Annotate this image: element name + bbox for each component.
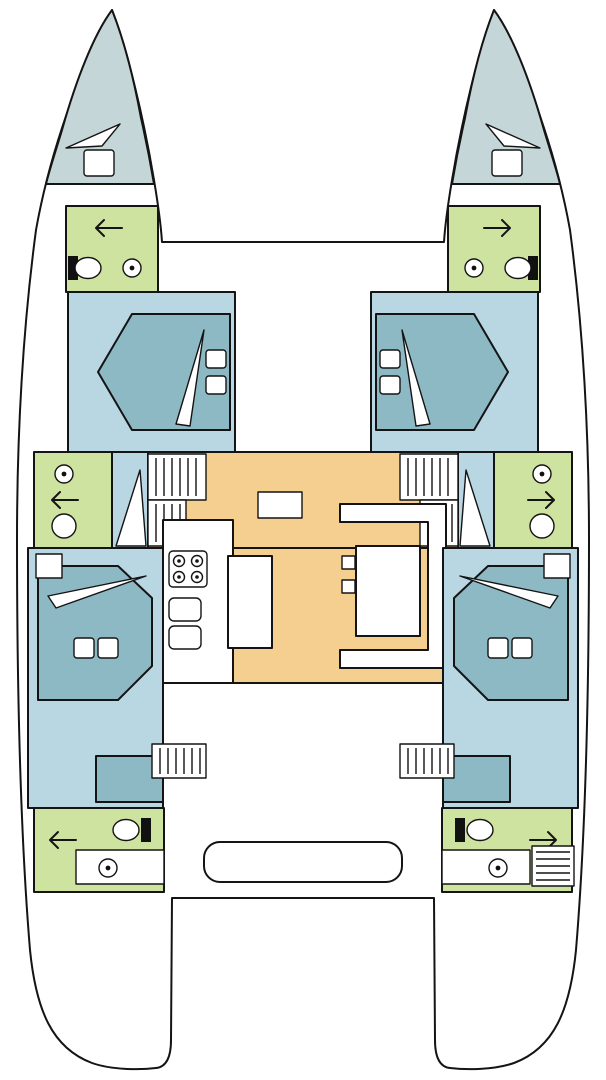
starboard-bow-locker [491,149,523,177]
pillow [487,637,509,659]
burner-dot [195,559,199,563]
starboard-aft-cabin [399,547,579,809]
toilet-tank [68,256,78,280]
sink-drain [129,265,135,271]
port-aft-head [33,807,165,893]
sink-drain [539,471,545,477]
pillow [205,375,227,395]
berth [97,313,231,431]
starboard-forward-head-floor [447,205,541,293]
toilet-icon [74,256,102,280]
door-arrow-icon [483,219,511,237]
door-arrow-icon [527,491,555,509]
cockpit-steps [151,743,207,779]
stair-treads [407,748,449,774]
starboard-forward-cabin [370,291,539,453]
sink-drain [61,471,67,477]
door-swing [115,469,147,547]
toilet-tank [141,818,151,842]
blanket-fold [401,329,431,427]
toilet-tank [528,256,538,280]
saloon-settee [339,503,447,669]
stair-treads [159,748,201,774]
pillow [379,375,401,395]
toilet-icon [504,256,532,280]
cockpit-steps [399,743,455,779]
blanket-fold [459,575,559,609]
burner [190,570,204,584]
stair-treads [155,458,197,496]
sink-drain [495,865,501,871]
pillow [73,637,95,659]
pillow [97,637,119,659]
door-arrow-icon [51,491,79,509]
starboard-bow-hatch-icon [485,123,541,149]
starboard-bow-deck [451,9,561,185]
starboard-forward-head [447,205,541,293]
blanket-fold [175,329,205,427]
pillow [511,637,533,659]
shower-icon [529,513,555,539]
door-swing [459,469,491,547]
seat-cushion [341,579,356,594]
door-arrow-icon [49,831,77,849]
toilet-tank [455,818,465,842]
stair-treads [407,458,449,496]
port-bow-hatch-icon [65,123,121,149]
port-bow-deck [45,9,155,185]
port-mid-head [33,451,113,549]
saloon-forward-hatch [257,491,303,519]
port-aft-cabin [27,547,207,809]
port-forward-head [65,205,159,293]
port-forward-cabin [67,291,236,453]
shower-icon [51,513,77,539]
door-arrow-icon [95,219,123,237]
pillow [379,349,401,369]
galley-sink-icon [168,625,202,650]
seat-cushion [341,555,356,570]
galley-island [227,555,273,649]
burner-dot [177,559,181,563]
vanity-counter [75,849,165,885]
stove-icon [168,550,208,588]
galley-sink-icon [168,597,202,622]
port-forward-head-floor [65,205,159,293]
toilet-icon [466,818,494,842]
berth [375,313,509,431]
blanket-fold [47,575,147,609]
sink-drain [471,265,477,271]
cockpit-aft-bench [203,841,403,883]
burner [172,554,186,568]
nightstand [35,553,63,579]
burner-dot [195,575,199,579]
saloon-table [355,545,421,637]
burner-dot [177,575,181,579]
sink-drain [105,865,111,871]
pillow [205,349,227,369]
burner [190,554,204,568]
starboard-aft-head [441,807,575,893]
starboard-mid-head [493,451,573,549]
toilet-icon [112,818,140,842]
stair-treads [536,851,570,881]
vanity-counter [441,849,531,885]
port-bow-locker [83,149,115,177]
galley [162,519,234,684]
burner [172,570,186,584]
nightstand [543,553,571,579]
